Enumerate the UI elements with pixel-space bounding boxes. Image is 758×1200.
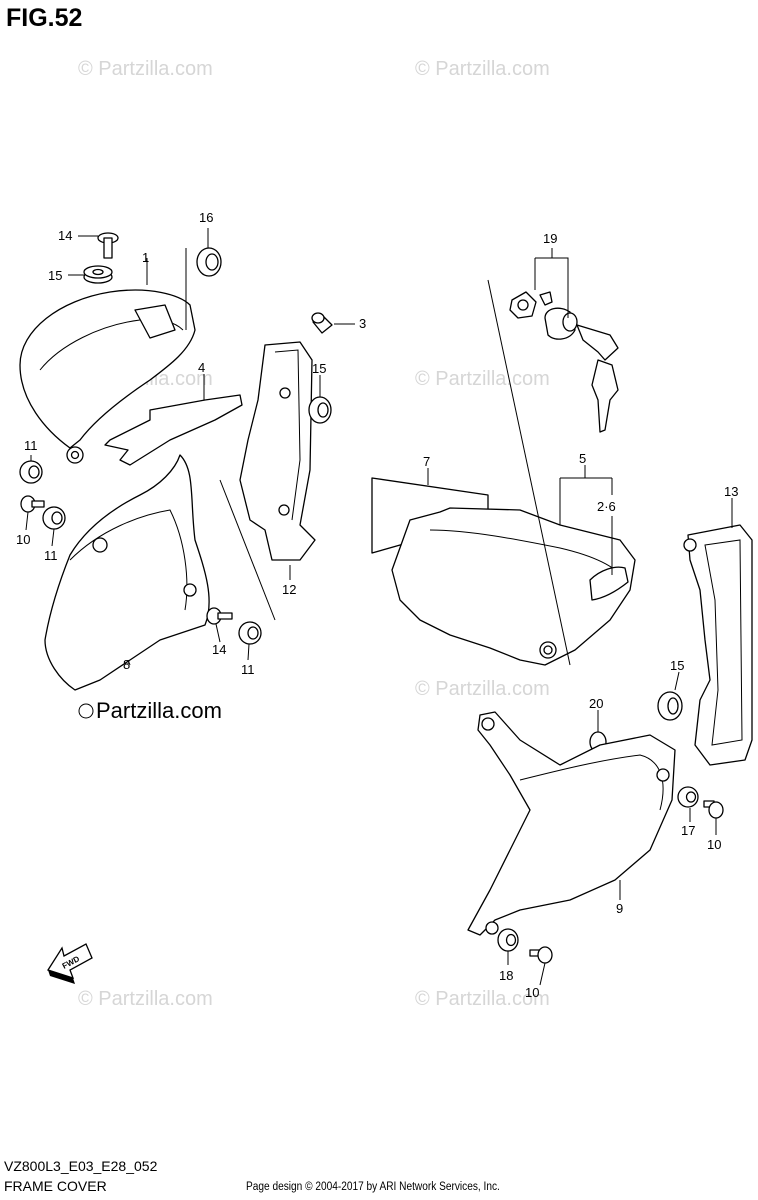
section-name: FRAME COVER <box>4 1178 107 1194</box>
part-10-bolt <box>20 495 45 513</box>
part-18-grommet <box>497 928 519 952</box>
callout-7: 7 <box>423 454 430 469</box>
watermark: © Partzilla.com <box>415 58 550 80</box>
callout-1: 1 <box>142 250 149 265</box>
callout-11: 11 <box>44 548 58 563</box>
callout-10: 10 <box>525 985 539 1000</box>
part-14-bolt <box>206 607 233 625</box>
callout-14: 14 <box>58 228 72 243</box>
watermark: © Partzilla.com <box>78 58 213 80</box>
part-8-side-cover <box>44 454 210 691</box>
callouts: 1 3 4 5 2·6 7 8 9 10 10 10 11 11 11 12 1… <box>16 210 738 1000</box>
callout-12: 12 <box>282 582 296 597</box>
part-3-spacer <box>311 312 333 334</box>
callout-15: 15 <box>312 361 326 376</box>
part-4-sheet <box>104 394 243 466</box>
leader-lines <box>25 228 733 986</box>
model-code: VZ800L3_E03_E28_052 <box>4 1158 158 1174</box>
part-10-bolt <box>703 800 724 819</box>
callout-20: 20 <box>589 696 603 711</box>
callout-18: 18 <box>499 968 513 983</box>
part-5-side-cover <box>391 507 636 666</box>
watermark: © Partzilla.com <box>78 988 213 1010</box>
callout-3: 3 <box>359 316 366 331</box>
callout-15: 15 <box>48 268 62 283</box>
callout-9: 9 <box>616 901 623 916</box>
callout-2-6: 2·6 <box>597 499 616 514</box>
watermark: © Partzilla.com <box>415 678 550 700</box>
part-10-bolt <box>529 946 553 964</box>
watermark: © Partzilla.com <box>415 988 550 1010</box>
callout-10: 10 <box>707 837 721 852</box>
part-1-upper-cover <box>19 289 196 464</box>
callout-13: 13 <box>724 484 738 499</box>
part-13-bracket <box>683 524 753 766</box>
copyright-circle <box>78 703 94 719</box>
figure-title: FIG.52 <box>6 4 83 32</box>
part-14-bolt <box>97 232 119 259</box>
callout-11: 11 <box>24 438 38 453</box>
part-16-grommet <box>196 247 222 277</box>
part-11-grommet <box>42 506 66 530</box>
watermark: © Partzilla.com <box>415 368 550 390</box>
watermarks: © Partzilla.com © Partzilla.com © Partzi… <box>78 58 550 1010</box>
part-9-lower-cover <box>467 711 676 936</box>
callout-11: 11 <box>241 662 255 677</box>
part-19-lock-set <box>509 291 619 433</box>
callout-16: 16 <box>199 210 213 225</box>
part-17-grommet <box>677 786 699 808</box>
callout-5: 5 <box>579 451 586 466</box>
copyright-notice: Page design © 2004-2017 by ARI Network S… <box>246 1181 500 1193</box>
callout-8: 8 <box>123 657 130 672</box>
part-12-bracket <box>239 341 316 561</box>
fwd-arrow-icon: FWD <box>46 943 93 984</box>
part-11-grommet <box>19 460 43 484</box>
part-11-grommet <box>238 621 262 645</box>
callout-17: 17 <box>681 823 695 838</box>
part-15-cushion <box>657 691 683 721</box>
part-15-cushion <box>83 265 113 284</box>
watermark-brand: Partzilla.com <box>96 698 222 723</box>
callout-15: 15 <box>670 658 684 673</box>
callout-10: 10 <box>16 532 30 547</box>
callout-14: 14 <box>212 642 226 657</box>
callout-19: 19 <box>543 231 557 246</box>
part-15-cushion <box>308 396 332 424</box>
callout-4: 4 <box>198 360 205 375</box>
